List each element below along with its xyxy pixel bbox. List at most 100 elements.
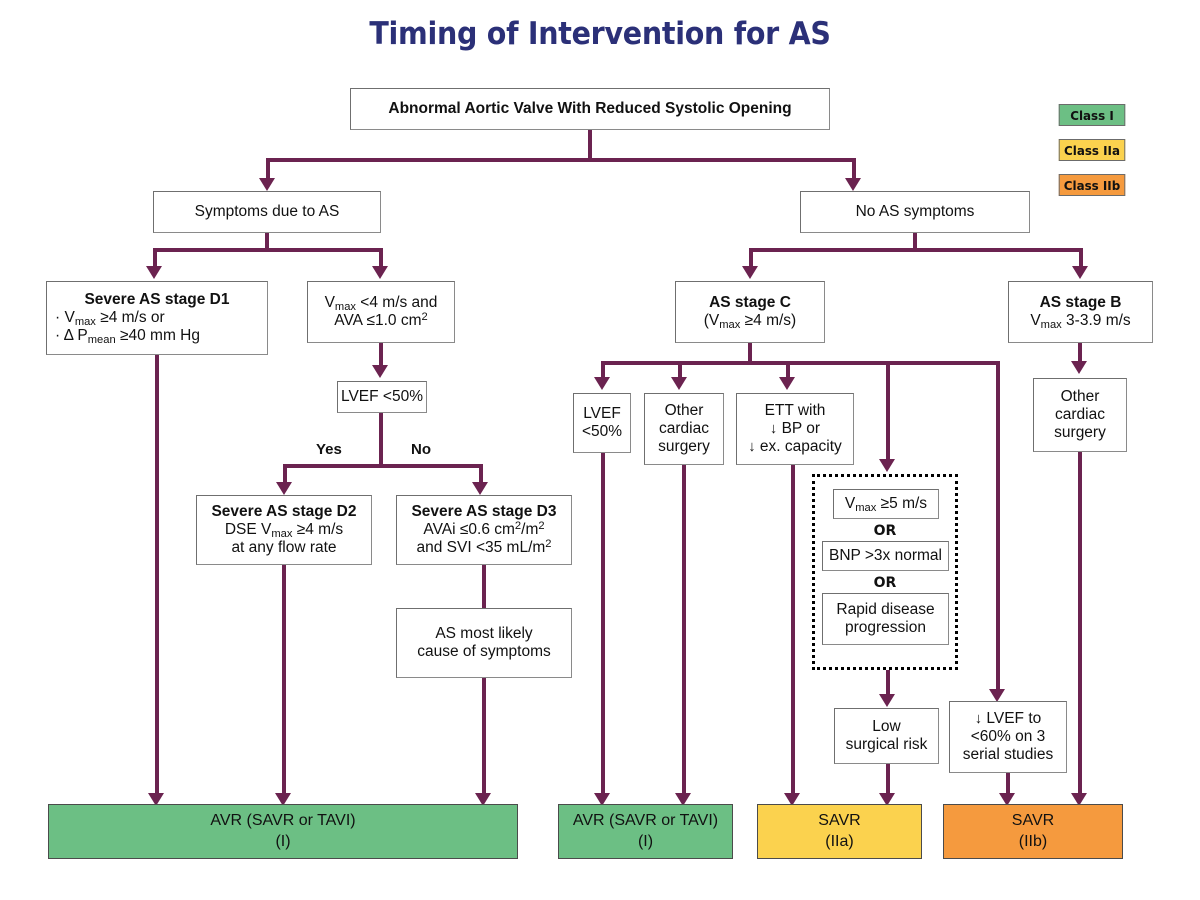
label-no: No [411,441,431,458]
node-ett-line3: ↓ ex. capacity [748,438,842,456]
node-vmax-ge5: Vmax ≥5 m/s [833,489,939,519]
connector-nosymptoms-stem [913,233,917,250]
connector-vmax-to-lvef [379,343,383,367]
node-vmax-lt4-line2: AVA ≤1.0 cm2 [334,311,428,329]
connector-nosymptoms-bus [749,248,1083,252]
connector-symptoms-left [153,248,157,268]
node-as-stage-b: AS stage B Vmax 3-3.9 m/s [1008,281,1153,343]
node-symptoms-due-to-as: Symptoms due to AS [153,191,381,233]
node-other-cardiac-surgery-c: Other cardiac surgery [644,393,724,465]
arrow-asml-to-avr [475,793,491,806]
arrow-low-risk-to-savr-iia [879,793,895,806]
node-ocb-line2: cardiac [1055,405,1105,423]
arrow-root-to-nosymptoms [845,178,861,191]
node-occ-line1: Other [664,401,704,419]
node-root: Abnormal Aortic Valve With Reduced Systo… [350,88,830,130]
arrow-to-stage-d1 [146,266,162,279]
node-low-risk-line1: Low [872,717,901,735]
node-d2-header: Severe AS stage D2 [211,502,357,520]
connector-c-branch-3 [786,361,790,379]
arrow-stage-b-to-ocb [1071,361,1087,374]
or-label-1: OR [873,523,897,539]
arrow-to-vmax-lt4 [372,266,388,279]
legend-label-class-i: Class I [1070,107,1114,123]
node-lvef-lt50-right: LVEF <50% [573,393,631,453]
connector-nosymptoms-left [749,248,753,268]
node-bnp-label: BNP >3x normal [828,546,942,564]
connector-c-branch-5 [996,361,1000,691]
connector-symptoms-stem [265,233,269,250]
connector-occ-drop [682,465,686,795]
connector-root-to-symptoms [266,158,270,180]
connector-lvef-no [479,464,483,484]
connector-low-risk-drop [886,764,890,795]
node-d1-bullet-2: · Δ Pmean ≥40 mm Hg [55,327,200,347]
node-asml-line2: cause of symptoms [417,643,551,660]
arrow-c-to-other-cardiac [671,377,687,390]
node-no-as-symptoms: No AS symptoms [800,191,1030,233]
connector-c-branch-4 [886,361,890,461]
node-severe-as-stage-d1: Severe AS stage D1 · Vmax ≥4 m/s or · Δ … [46,281,268,355]
outcome-avr-right-line2: (I) [637,832,654,850]
connector-d2-drop [282,565,286,795]
outcome-savr-iib: SAVR (IIb) [943,804,1123,859]
arrow-ett-to-savr-iia [784,793,800,806]
connector-c-branch-1 [601,361,605,379]
arrow-ocb-to-savr-iib [1071,793,1087,806]
outcome-avr-left-line1: AVR (SAVR or TAVI) [210,811,356,829]
connector-d3-to-asmostlikely [482,565,486,608]
connector-lvef-yes [283,464,287,484]
node-stage-b-header: AS stage B [1039,293,1122,311]
node-d3-line2: AVAi ≤0.6 cm2/m2 [423,519,545,538]
arrow-vmax-to-lvef [372,365,388,378]
connector-stage-c-bus [601,361,1000,365]
node-lvefd-line3: serial studies [962,746,1054,764]
node-low-risk-line2: surgical risk [845,736,928,753]
node-stage-c-line2: (Vmax ≥4 m/s) [703,312,797,331]
node-severe-as-stage-d3: Severe AS stage D3 AVAi ≤0.6 cm2/m2 and … [396,495,572,565]
connector-ett-drop [791,465,795,795]
connector-lvef-bus-stem [379,448,383,466]
node-bnp-3x-normal: BNP >3x normal [822,541,949,571]
legend-label-class-iia: Class IIa [1064,142,1120,158]
node-root-label: Abnormal Aortic Valve With Reduced Systo… [388,99,792,117]
node-lvefd-line2: <60% on 3 [970,727,1046,745]
node-ocb-line1: Other [1060,387,1100,405]
node-lvef-right-line2: <50% [581,423,623,440]
legend-item-class-iib: Class IIb [1058,174,1126,196]
connector-group-to-low-risk [886,670,890,696]
outcome-savr-iib-line1: SAVR [1011,811,1055,829]
node-ett-line2: ↓ BP or [769,419,821,437]
node-ett-line1: ETT with [764,401,826,419]
node-lvef-right-line1: LVEF [583,404,621,422]
outcome-avr-left: AVR (SAVR or TAVI) (I) [48,804,518,859]
legend-item-class-i: Class I [1058,104,1126,126]
connector-lvefd-drop [1006,773,1010,795]
connector-lvef-stem [379,413,383,448]
arrow-d1-to-avr [148,793,164,806]
node-as-most-likely-cause: AS most likely cause of symptoms [396,608,572,678]
node-lvef-decline-serial: ↓ LVEF to <60% on 3 serial studies [949,701,1067,773]
connector-root-bus [266,158,856,162]
arrow-lvef-yes [276,482,292,495]
node-as-stage-c: AS stage C (Vmax ≥4 m/s) [675,281,825,343]
node-d1-bullet-1: · Vmax ≥4 m/s or [55,308,165,328]
outcome-savr-iib-line2: (IIb) [1018,832,1048,850]
arrow-c-to-dotted-group [879,459,895,472]
arrow-d2-to-avr [275,793,291,806]
arrow-group-to-low-risk [879,694,895,707]
arrow-c-to-lvef50 [594,377,610,390]
arrow-to-stage-b [1072,266,1088,279]
node-lvefd-line1: ↓ LVEF to [974,709,1042,727]
outcome-avr-left-line2: (I) [275,832,291,850]
arrow-lvefd-to-savr-iib [999,793,1015,806]
connector-symptoms-right [379,248,383,268]
node-rapid-disease-progression: Rapid disease progression [822,593,949,645]
or-label-2: OR [873,575,897,591]
page-title: Timing of Intervention for AS [369,16,831,52]
legend-label-class-iib: Class IIb [1063,177,1121,193]
connector-root-stem [588,130,592,160]
arrow-lvef50r-to-avr [594,793,610,806]
connector-nosymptoms-right [1079,248,1083,268]
